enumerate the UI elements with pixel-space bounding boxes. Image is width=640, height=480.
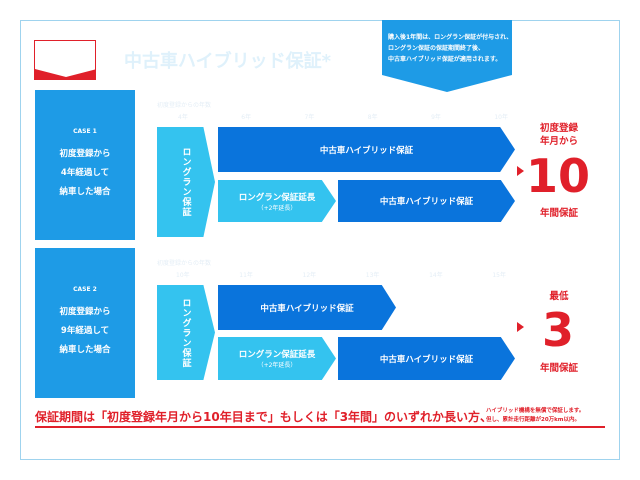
result-bottom: 年間保証	[539, 208, 578, 219]
note-line: ハイブリッド機構を無償で保証します。	[486, 408, 585, 414]
case-label: CASE 2	[73, 286, 97, 293]
extension-sub: （+2年延長）	[257, 362, 297, 369]
hybrid-arrow-2: 中古車ハイブリッド保証	[338, 337, 515, 380]
extension-arrow: ロングラン保証延長（+2年延長）	[218, 180, 336, 222]
frame	[20, 20, 620, 460]
case-desc: 4年経過して	[60, 168, 110, 178]
tick: 9年	[431, 114, 441, 121]
pointer-icon	[517, 166, 524, 176]
result-text: 最低	[549, 291, 569, 302]
note-line: 但し、累計走行距離が20万km以内。	[486, 417, 581, 423]
longrun-label: ロングラン保証	[180, 147, 191, 217]
result-number: 10	[525, 149, 590, 203]
result-top: 初度登録年月から	[528, 122, 590, 148]
note: ハイブリッド機構を無償で保証します。但し、累計走行距離が20万km以内。	[486, 407, 584, 425]
callout-line: 購入後1年間は、ロングラン保証が付与され、	[388, 34, 513, 41]
tick: 4年	[178, 114, 188, 121]
bottom-statement: 保証期間は「初度登録年月から10年目まで」もしくは「3年間」のいずれか長い方、	[35, 410, 493, 424]
case-desc: 初度登録から	[59, 149, 111, 159]
result-number: 3	[541, 303, 574, 357]
tick: 7年	[304, 114, 315, 121]
extension-sub: （+2年延長）	[257, 204, 297, 212]
hybrid-arrow: 中古車ハイブリッド保証	[218, 127, 515, 172]
extension-arrow: ロングラン保証延長 （+2年延長）	[218, 337, 336, 380]
hybrid-arrow: 中古車ハイブリッド保証	[218, 285, 396, 330]
tick: 6年	[241, 114, 252, 121]
case-1-box: CASE 1 初度登録から 4年経過して納車した場合	[35, 90, 135, 240]
page-title: 中古車ハイブリッド保証*	[124, 51, 332, 72]
tick: 10年	[494, 114, 508, 121]
hybrid-label: 中古車ハイブリッド保証	[260, 303, 354, 314]
longrun-label: ロングラン保証	[180, 297, 191, 368]
hybrid-arrow-2: 中古車ハイブリッド保証	[338, 180, 515, 222]
hybrid-label: 中古車ハイブリッド保証	[319, 145, 414, 156]
longrun-arrow: ロングラン保証	[157, 127, 215, 237]
case-label: CASE 1	[73, 128, 97, 135]
axis-label: 初度登録からの年数	[157, 260, 212, 267]
longrun-arrow: ロングラン保証	[157, 285, 215, 380]
callout-line: ロングラン保証の保証期間終了後、	[388, 45, 485, 52]
result-top: 最低	[528, 288, 590, 302]
tick: 8年	[367, 114, 378, 121]
case-desc: 納車した場合	[59, 345, 111, 355]
hybrid-label: 中古車ハイブリッド保証	[379, 197, 474, 207]
extension-label: ロングラン保証延長	[238, 192, 316, 203]
tick: 10年	[176, 272, 190, 279]
logo-icon	[34, 40, 96, 80]
underline	[35, 426, 605, 428]
tick: 14年	[429, 272, 443, 279]
extension-label: ロングラン保証延長	[238, 350, 316, 360]
axis-label: 初度登録からの年数	[157, 102, 212, 109]
callout-line: 中古車ハイブリッド保証が適用されます。	[388, 56, 502, 63]
callout: 購入後1年間は、ロングラン保証が付与され、ロングラン保証の保証期間終了後、中古車…	[382, 20, 512, 92]
case-desc: 初度登録から	[59, 307, 111, 317]
case-desc: 納車した場合	[59, 187, 111, 197]
result-text: 初度登録	[539, 123, 578, 134]
tick: 11年	[239, 272, 253, 279]
result-text: 年月から	[539, 136, 578, 147]
tick: 15年	[492, 272, 506, 279]
case-2-box: CASE 2 初度登録から 9年経過して納車した場合	[35, 248, 135, 398]
tick: 13年	[365, 272, 380, 279]
result-bottom: 年間保証	[539, 363, 578, 374]
pointer-icon	[517, 322, 524, 332]
tick: 12年	[302, 272, 317, 279]
hybrid-label: 中古車ハイブリッド保証	[379, 354, 474, 365]
case-desc: 9年経過して	[60, 326, 110, 336]
